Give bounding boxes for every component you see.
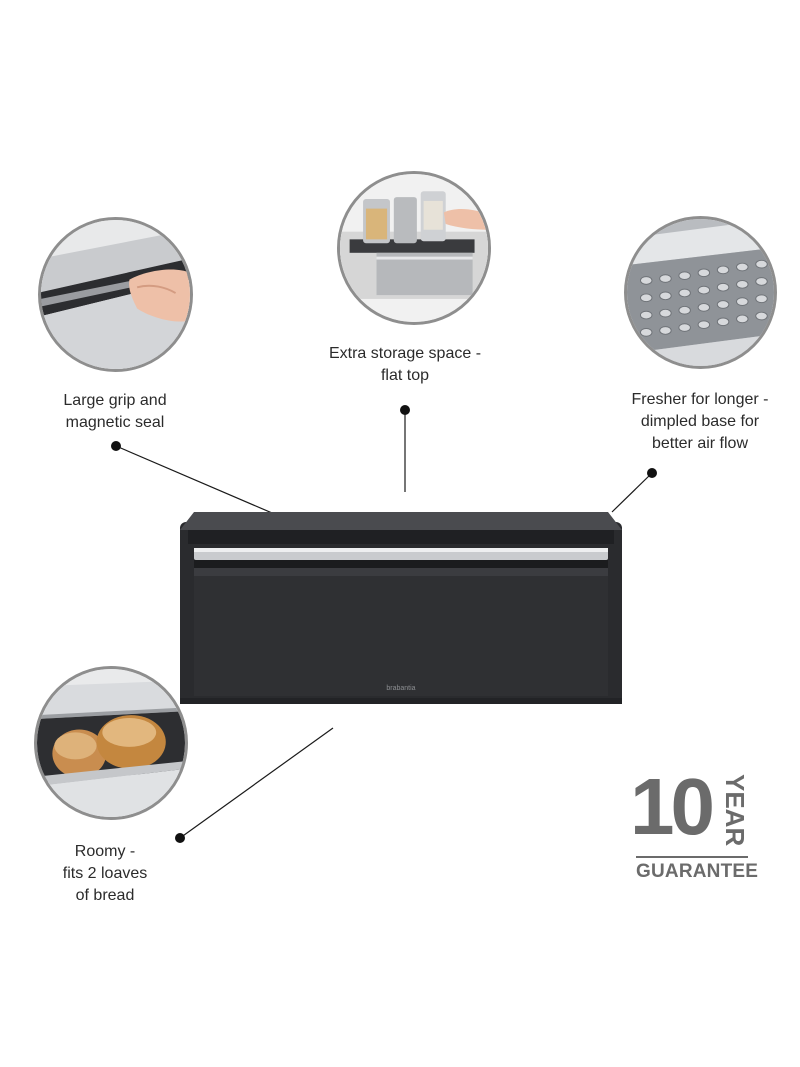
storage-label-line-2: flat top — [380, 367, 430, 384]
storage-detail-image — [337, 171, 491, 325]
grip-detail-image — [38, 217, 193, 372]
dimpled-base-image — [624, 216, 777, 369]
storage-feature-label: Extra storage space - flat top — [310, 343, 500, 387]
fresh-label-line-2: dimpled base for — [640, 413, 760, 430]
storage-label-line-1: Extra storage space - — [328, 345, 482, 362]
grip-label-line-2: magnetic seal — [65, 414, 165, 431]
guarantee-badge: 10 YEAR GUARANTEE — [630, 764, 759, 890]
fresh-dot — [647, 468, 657, 478]
fresh-feature-label: Fresher for longer - dimpled base for be… — [610, 389, 790, 455]
grip-label-line-1: Large grip and — [63, 392, 167, 409]
brand-mark: brabantia — [386, 685, 415, 692]
roomy-dot — [175, 833, 185, 843]
guarantee-unit: YEAR — [720, 774, 750, 847]
fresh-connector — [611, 472, 653, 513]
roomy-label-line-2: fits 2 loaves — [62, 865, 148, 882]
grip-feature-label: Large grip and magnetic seal — [40, 390, 190, 434]
roomy-feature-label: Roomy - fits 2 loaves of bread — [35, 841, 175, 907]
bread-bin-product-image: brabantia — [180, 512, 622, 704]
bread-interior-image — [34, 666, 188, 820]
roomy-label-line-1: Roomy - — [74, 843, 136, 860]
storage-dot — [400, 405, 410, 415]
roomy-label-line-3: of bread — [75, 887, 135, 904]
grip-dot — [111, 441, 121, 451]
guarantee-number: 10 — [630, 762, 715, 851]
roomy-connector — [179, 727, 334, 839]
fresh-label-line-1: Fresher for longer - — [631, 391, 769, 408]
fresh-label-line-3: better air flow — [651, 435, 749, 452]
guarantee-word: GUARANTEE — [636, 861, 759, 882]
guarantee-divider — [636, 856, 748, 858]
